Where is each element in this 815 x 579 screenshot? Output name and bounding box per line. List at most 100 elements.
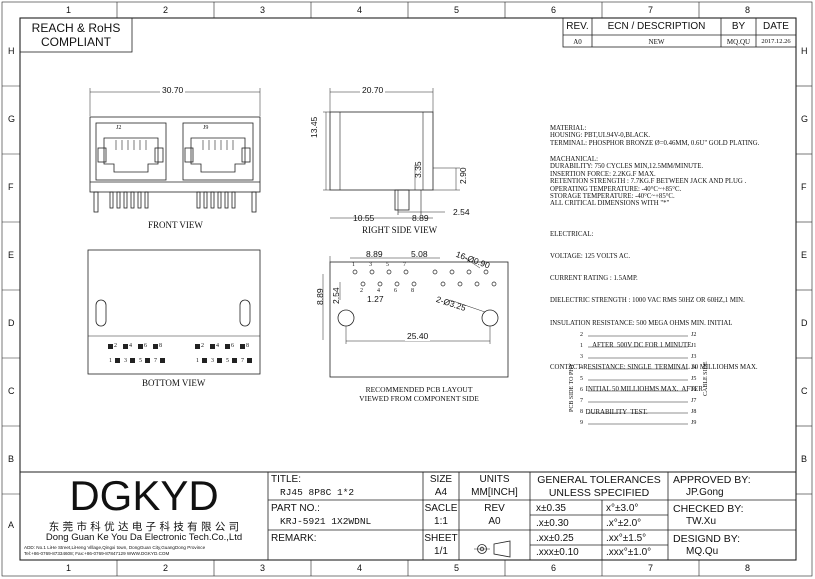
note-elec-contact-1: CONTACT RESISTANCE: SINGLE TERMINAL 30 M… [550, 364, 758, 372]
side-dim-10-55: 10.55 [353, 213, 375, 223]
pcb-layout-caption: RECOMMENDED PCB LAYOUT VIEWED FROM COMPO… [330, 385, 508, 403]
reach-line-2: COMPLIANT [40, 35, 111, 49]
rev-header-by: BY [731, 21, 746, 32]
note-mech-critical: ALL CRITICAL DIMENSIONS WITH "*" [550, 200, 670, 208]
col-label-1: 1 [66, 5, 72, 15]
part-no-label: PART NO.: [271, 503, 320, 514]
front-port-label-j2: J2 [116, 125, 122, 131]
tolerance-linear-3: .xx±0.25 [536, 533, 574, 544]
tolerance-title-1: GENERAL TOLERANCES [537, 474, 661, 486]
bottom-pin-3a: 3 [124, 358, 127, 364]
row-label-a: A [8, 520, 15, 530]
rev-value: A0 [488, 516, 501, 527]
side-view-label: RIGHT SIDE VIEW [362, 225, 438, 235]
note-elec-insulation-2: AFTER 500V DC FOR 1 MINUTE. [550, 341, 693, 349]
note-material-heading: MATERIAL: [550, 125, 587, 132]
units-label: UNITS [479, 474, 510, 485]
approved-value: JP.Gong [686, 487, 724, 498]
schem-left-pin-7: 7 [580, 398, 583, 404]
bottom-pin-5b: 5 [226, 358, 229, 364]
bottom-pin-7a: 7 [154, 358, 157, 364]
schem-right-pin-j6: J6 [691, 387, 697, 393]
remark-label: REMARK: [271, 533, 317, 544]
note-elec-contact-2: INITIAL 50 MILLIOHMS MAX. AFTER [550, 386, 703, 394]
bottom-pin-3b: 3 [211, 358, 214, 364]
pcb-dim-5-08: 5.08 [411, 249, 428, 259]
row-label-d: D [8, 318, 15, 328]
row-label-f-right: F [801, 182, 807, 192]
designed-label: DESIGND BY: [673, 533, 741, 545]
tolerance-angular-2: .x°±2.0° [606, 518, 642, 529]
pcb-pin-6: 6 [394, 288, 397, 294]
schem-right-pin-j7: J7 [691, 398, 697, 404]
pcb-dim-1-27: 1.27 [367, 294, 384, 304]
row-label-h: H [8, 46, 15, 56]
notes-mechanical: MACHANICAL: DURABILITY: 750 CYCLES MIN,1… [550, 156, 746, 208]
row-label-b-right: B [801, 454, 808, 464]
tolerance-angular-1: x°±3.0° [606, 503, 639, 514]
col-label-4-bottom: 4 [357, 563, 363, 573]
schem-left-pin-8: 8 [580, 409, 583, 415]
side-dim-width: 20.70 [360, 85, 386, 95]
note-elec-insulation-1: INSULATION RESISTANCE: 500 MEGA OHMS MIN… [550, 319, 733, 327]
row-label-c-right: C [801, 386, 808, 396]
note-mech-retention: RETENTION STRENGTH : 7.7KG.F BETWEEN JAC… [550, 178, 747, 186]
note-mech-storage: STORAGE TEMPERATURE: -40°C~+85°C. [550, 193, 675, 201]
row-label-f: F [8, 182, 14, 192]
note-mech-operating: OPERATING TEMPERATURE: -40°C~+85°C. [550, 185, 682, 193]
tolerance-angular-3: .xx°±1.5° [606, 533, 647, 544]
reach-line-1: REACH & RoHS [31, 21, 121, 35]
reach-box: REACH & RoHS COMPLIANT [20, 21, 132, 49]
row-label-h-right: H [801, 46, 808, 56]
schem-right-pin-j9: J9 [691, 420, 697, 426]
bottom-pin-7b: 7 [241, 358, 244, 364]
schem-left-pin-2: 2 [580, 332, 583, 338]
col-label-4: 4 [357, 5, 363, 15]
pcb-dim-8-89-side: 8.89 [315, 288, 325, 305]
note-elec-voltage: VOLTAGE: 125 VOLTS AC. [550, 253, 631, 261]
rev-cell-date: 2017.12.26 [761, 38, 791, 45]
rev-cell-rev: A0 [573, 38, 582, 46]
note-mech-heading: MACHANICAL: [550, 156, 598, 163]
bottom-pin-8b: 8 [246, 343, 249, 349]
schem-right-pin-j3: J3 [691, 354, 697, 360]
schem-right-pin-j4: J4 [691, 365, 697, 371]
rev-label: REV [484, 503, 505, 514]
row-label-g: G [8, 114, 16, 124]
schem-left-pin-6: 6 [580, 387, 583, 393]
col-label-8-bottom: 8 [745, 563, 751, 573]
pcb-pin-7: 7 [403, 262, 406, 268]
schem-right-pin-j2: J2 [691, 332, 697, 338]
tolerance-linear-4: .xxx±0.10 [536, 547, 579, 558]
side-dim-3-35: 3.35 [413, 161, 423, 178]
pcb-pin-8: 8 [411, 288, 414, 294]
row-label-e: E [8, 250, 15, 260]
side-dim-height: 13.45 [309, 116, 319, 138]
notes-material: MATERIAL: HOUSING: PBT,UL94V-0,BLACK. TE… [550, 125, 759, 147]
schem-right-pin-j8: J8 [691, 409, 697, 415]
bottom-pin-6a: 6 [144, 343, 147, 349]
pcb-pin-3: 3 [369, 262, 372, 268]
col-label-2: 2 [163, 5, 169, 15]
pcb-dim-25-40: 25.40 [405, 331, 431, 341]
tolerance-linear-1: x±0.35 [536, 503, 566, 514]
pcb-dim-8-89-top: 8.89 [366, 249, 383, 259]
bottom-pin-4a: 4 [129, 343, 132, 349]
tolerance-angular-4: .xxx°±1.0° [606, 547, 652, 558]
note-elec-heading: ELECTRICAL: [550, 230, 594, 238]
checked-value: TW.Xu [686, 516, 717, 527]
col-label-7: 7 [648, 5, 654, 15]
title-label: TITLE: [271, 474, 302, 485]
bottom-pin-8a: 8 [159, 343, 162, 349]
col-label-8: 8 [745, 5, 751, 15]
schem-left-pin-9: 9 [580, 420, 583, 426]
col-label-3: 3 [260, 5, 266, 15]
company-logo: DGKYD [69, 472, 219, 519]
row-label-c: C [8, 386, 15, 396]
rev-header-desc: ECN / DESCRIPTION [607, 21, 706, 32]
row-label-g-right: G [801, 114, 809, 124]
tolerance-title-2: UNLESS SPECIFIED [548, 487, 650, 499]
note-material-terminal: TERMINAL: PHOSPHOR BRONZE Ø=0.46MM, 0.6U… [550, 139, 760, 147]
bottom-pin-1a: 1 [109, 358, 112, 364]
front-view-label: FRONT VIEW [148, 220, 203, 230]
